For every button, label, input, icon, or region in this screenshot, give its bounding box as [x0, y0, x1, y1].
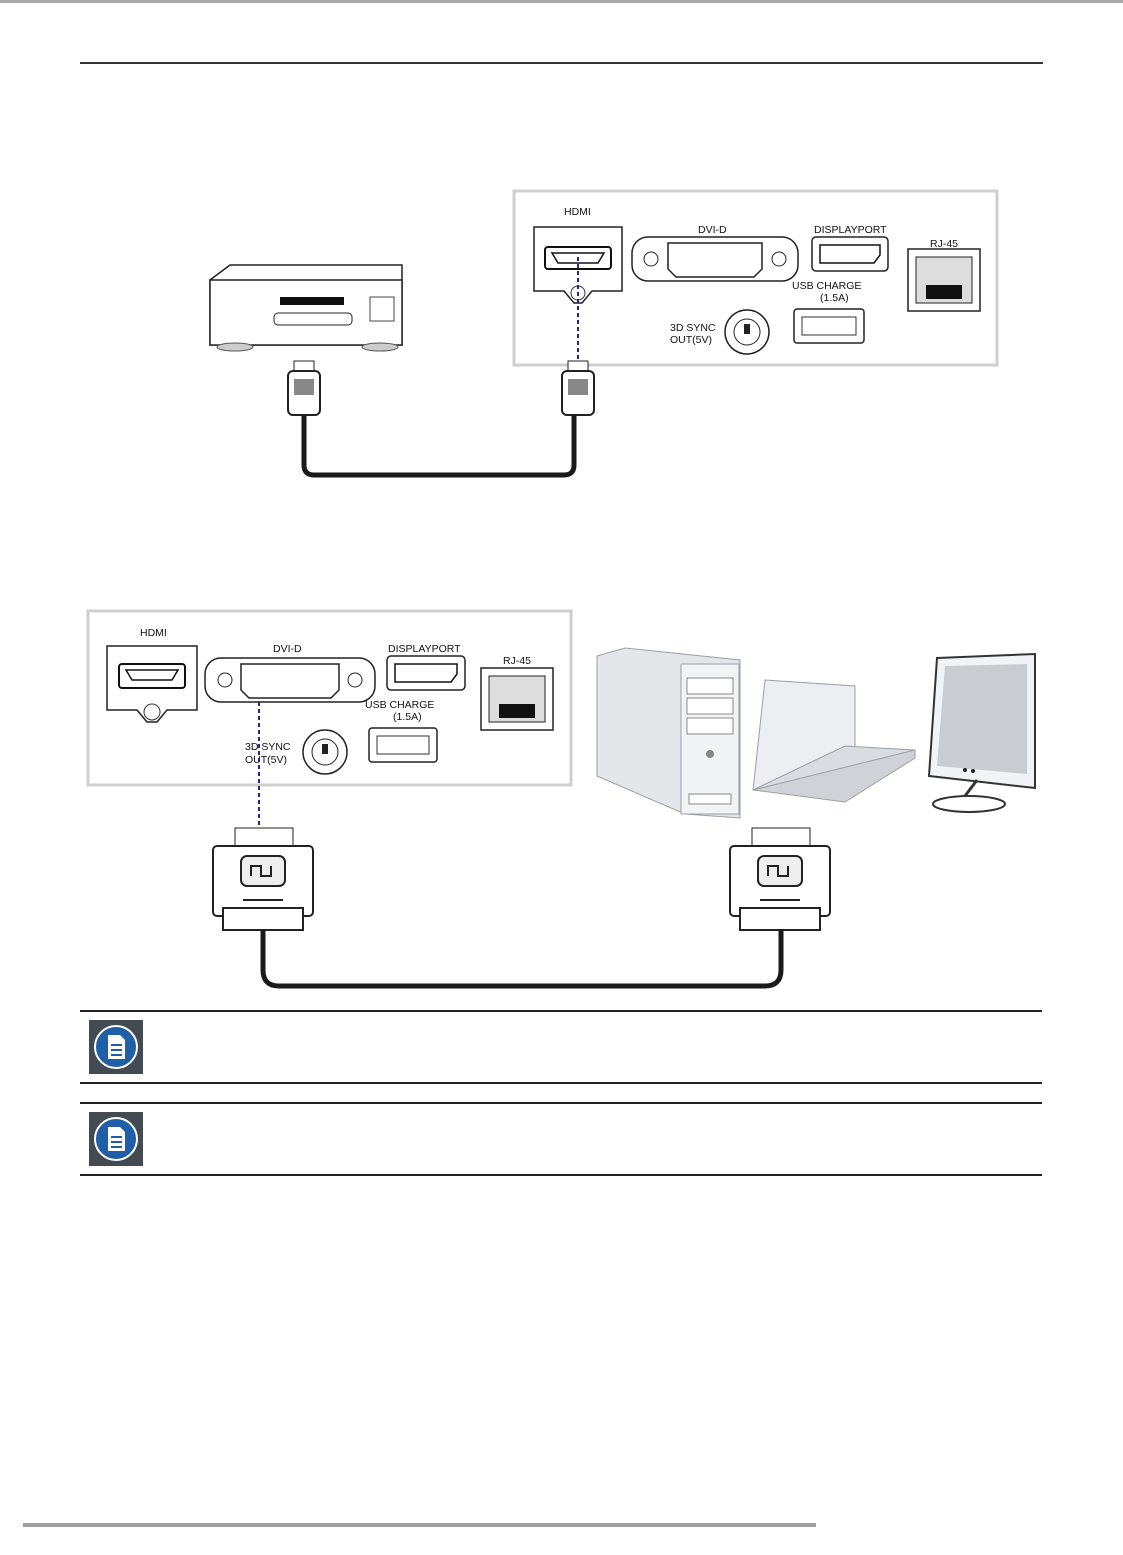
rj45-port: [480, 667, 554, 731]
displayport-port: [811, 236, 889, 272]
page-top-strip: [0, 0, 1123, 3]
note-document-icon: [89, 1020, 143, 1074]
fig2-label-usb-charge-2: (1.5A): [393, 711, 422, 723]
note-text: [162, 1012, 1032, 1082]
note-document-icon: [89, 1112, 143, 1166]
hdmi-cable: [301, 415, 577, 478]
footer-rule: [23, 1523, 816, 1527]
dvid-port: [204, 657, 376, 703]
fig2-label-3dsync-2: OUT(5V): [245, 754, 287, 766]
usb-charge-port: [368, 727, 438, 763]
dvid-port: [631, 236, 799, 282]
hdmi-plug-target: [561, 360, 595, 416]
3d-sync-port: [724, 309, 770, 355]
fig1-label-usb-charge-1: USB CHARGE: [792, 280, 861, 292]
fig1-label-usb-charge-2: (1.5A): [820, 292, 849, 304]
fig1-label-dvid: DVI-D: [698, 224, 727, 236]
fig1-label-rj45: RJ-45: [930, 238, 958, 250]
figure-dvid-connection: HDMI DVI-D DISPLAYPORT RJ-45 USB CHARGE …: [85, 608, 1045, 998]
dvi-plug-source: [212, 827, 314, 931]
figure-hdmi-connection: HDMI DVI-D DISPLAYPORT RJ-45 USB CHARGE …: [190, 185, 1010, 485]
fig1-label-3dsync-2: OUT(5V): [670, 334, 712, 346]
fig2-label-3dsync-1: 3D SYNC: [245, 741, 291, 753]
displayport-port: [386, 655, 466, 691]
fig2-label-hdmi: HDMI: [140, 627, 167, 639]
hdmi-plug-source: [287, 360, 321, 416]
fig1-label-displayport: DISPLAYPORT: [814, 224, 887, 236]
laptop-icon: [752, 679, 916, 803]
fig2-label-displayport: DISPLAYPORT: [388, 643, 461, 655]
header-rule: [80, 62, 1043, 64]
blu-ray-player-icon: [209, 264, 403, 352]
fig1-label-3dsync-1: 3D SYNC: [670, 322, 716, 334]
note-box: [80, 1102, 1042, 1176]
rj45-port: [907, 248, 981, 312]
3d-sync-port: [302, 729, 348, 775]
dvi-cable: [260, 930, 784, 989]
usb-charge-port: [793, 308, 865, 344]
note-box: [80, 1010, 1042, 1084]
note-text: [162, 1104, 1032, 1174]
monitor-icon: [927, 652, 1036, 813]
fig2-label-rj45: RJ-45: [503, 655, 531, 667]
fig1-label-hdmi: HDMI: [564, 206, 591, 218]
desktop-pc-icon: [596, 647, 741, 819]
hdmi-port: [106, 645, 198, 723]
dvi-plug-target: [729, 827, 831, 931]
fig2-label-usb-charge-1: USB CHARGE: [365, 699, 434, 711]
fig2-label-dvid: DVI-D: [273, 643, 302, 655]
